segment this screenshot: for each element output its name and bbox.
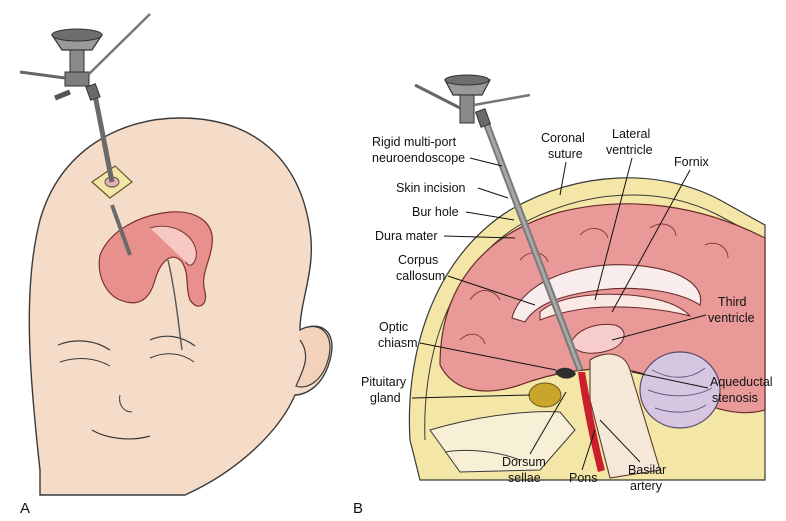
label-pituitary-1: Pituitary — [361, 375, 407, 389]
label-basilar-2: artery — [630, 479, 663, 493]
panel-label-b: B — [353, 500, 363, 517]
label-fornix: Fornix — [674, 155, 709, 169]
label-third-1: Third — [718, 295, 747, 309]
label-dorsum-2: sellae — [508, 471, 541, 485]
label-corpus-1: Corpus — [398, 253, 438, 267]
label-rigid-scope-2: neuroendoscope — [372, 151, 465, 165]
panel-a-illustration — [20, 14, 332, 495]
label-aqueductal-2: stenosis — [712, 391, 758, 405]
label-rigid-scope-1: Rigid multi-port — [372, 135, 457, 149]
label-skin-incision: Skin incision — [396, 181, 466, 195]
label-third-2: ventricle — [708, 311, 755, 325]
panel-b-illustration — [409, 75, 765, 480]
label-optic-2: chiasm — [378, 336, 418, 350]
label-bur-hole: Bur hole — [412, 205, 459, 219]
label-lateral-2: ventricle — [606, 143, 653, 157]
label-dorsum-1: Dorsum — [502, 455, 546, 469]
label-dura-mater: Dura mater — [375, 229, 438, 243]
label-aqueductal-1: Aqueductal — [710, 375, 773, 389]
label-basilar-1: Basilar — [628, 463, 666, 477]
panel-label-a: A — [20, 500, 30, 517]
leader-skin-incision — [478, 188, 508, 198]
label-coronal-2: suture — [548, 147, 583, 161]
label-pituitary-2: gland — [370, 391, 401, 405]
label-lateral-1: Lateral — [612, 127, 650, 141]
label-coronal-1: Coronal — [541, 131, 585, 145]
label-pons: Pons — [569, 471, 598, 485]
pituitary-gland-shape — [529, 383, 561, 407]
label-optic-1: Optic — [379, 320, 408, 334]
label-corpus-2: callosum — [396, 269, 445, 283]
head-outline — [29, 118, 332, 495]
